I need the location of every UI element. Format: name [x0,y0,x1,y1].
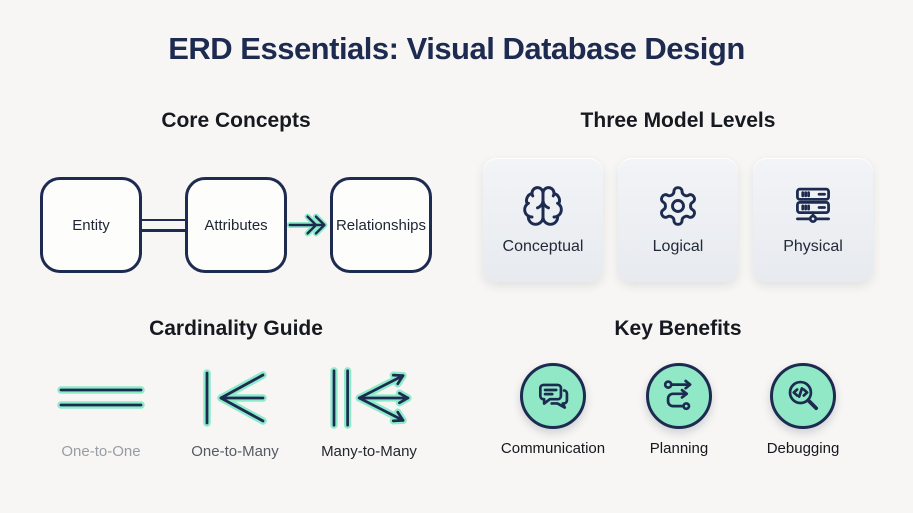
attributes-node: Attributes [185,177,287,273]
cardinality-symbols: One-to-One One-to-Many [20,363,452,513]
section-cardinality-guide: Cardinality Guide One-to-One [20,315,452,513]
one-to-many-label: One-to-Many [191,443,279,460]
physical-label: Physical [783,238,843,255]
section-model-levels: Three Model Levels Conc [452,107,904,282]
crow-foot-arrows-symbol-icon [303,363,435,433]
relationships-node: Relationships [330,177,432,273]
one-to-one-label: One-to-One [61,443,141,460]
conceptual-card: Conceptual [483,158,603,282]
double-line-connector [142,218,185,232]
one-to-one-symbol-icon [35,363,167,433]
chat-bubbles-icon [538,383,569,409]
debugging-label: Debugging [766,440,840,457]
entity-node: Entity [40,177,142,273]
gear-icon [660,186,696,226]
planning-badge [646,363,712,429]
brain-icon [523,186,563,226]
communication-label: Communication [500,440,606,457]
core-concepts-flow: Entity Attributes Relationships [20,177,452,273]
double-chevron-arrow-icon [287,208,330,242]
section-core-concepts: Core Concepts Entity Attributes Relation… [20,107,452,273]
crow-foot-symbol-icon [169,363,301,433]
logical-card: Logical [618,158,738,282]
one-to-many-item: One-to-Many [169,363,301,460]
planning-item: Planning [609,363,749,457]
core-concepts-heading: Core Concepts [161,109,311,132]
model-level-cards: Conceptual Logical [452,158,904,282]
many-to-many-label: Many-to-Many [321,443,417,460]
debugging-badge [770,363,836,429]
conceptual-label: Conceptual [502,238,584,255]
page-title: ERD Essentials: Visual Database Design [168,31,745,66]
benefit-items: Communication Planning [452,363,904,478]
communication-item: Communication [483,363,623,457]
logical-label: Logical [652,238,704,255]
cardinality-heading: Cardinality Guide [149,317,323,340]
physical-card: Physical [753,158,873,282]
debugging-item: Debugging [733,363,873,457]
planning-label: Planning [649,440,709,457]
model-levels-heading: Three Model Levels [580,109,776,132]
route-icon [663,379,692,411]
code-search-icon [788,380,819,411]
many-to-many-item: Many-to-Many [303,363,435,460]
communication-badge [520,363,586,429]
section-key-benefits: Key Benefits Communication [452,315,904,478]
one-to-one-item: One-to-One [35,363,167,460]
key-benefits-heading: Key Benefits [614,317,742,340]
server-icon [796,187,830,223]
